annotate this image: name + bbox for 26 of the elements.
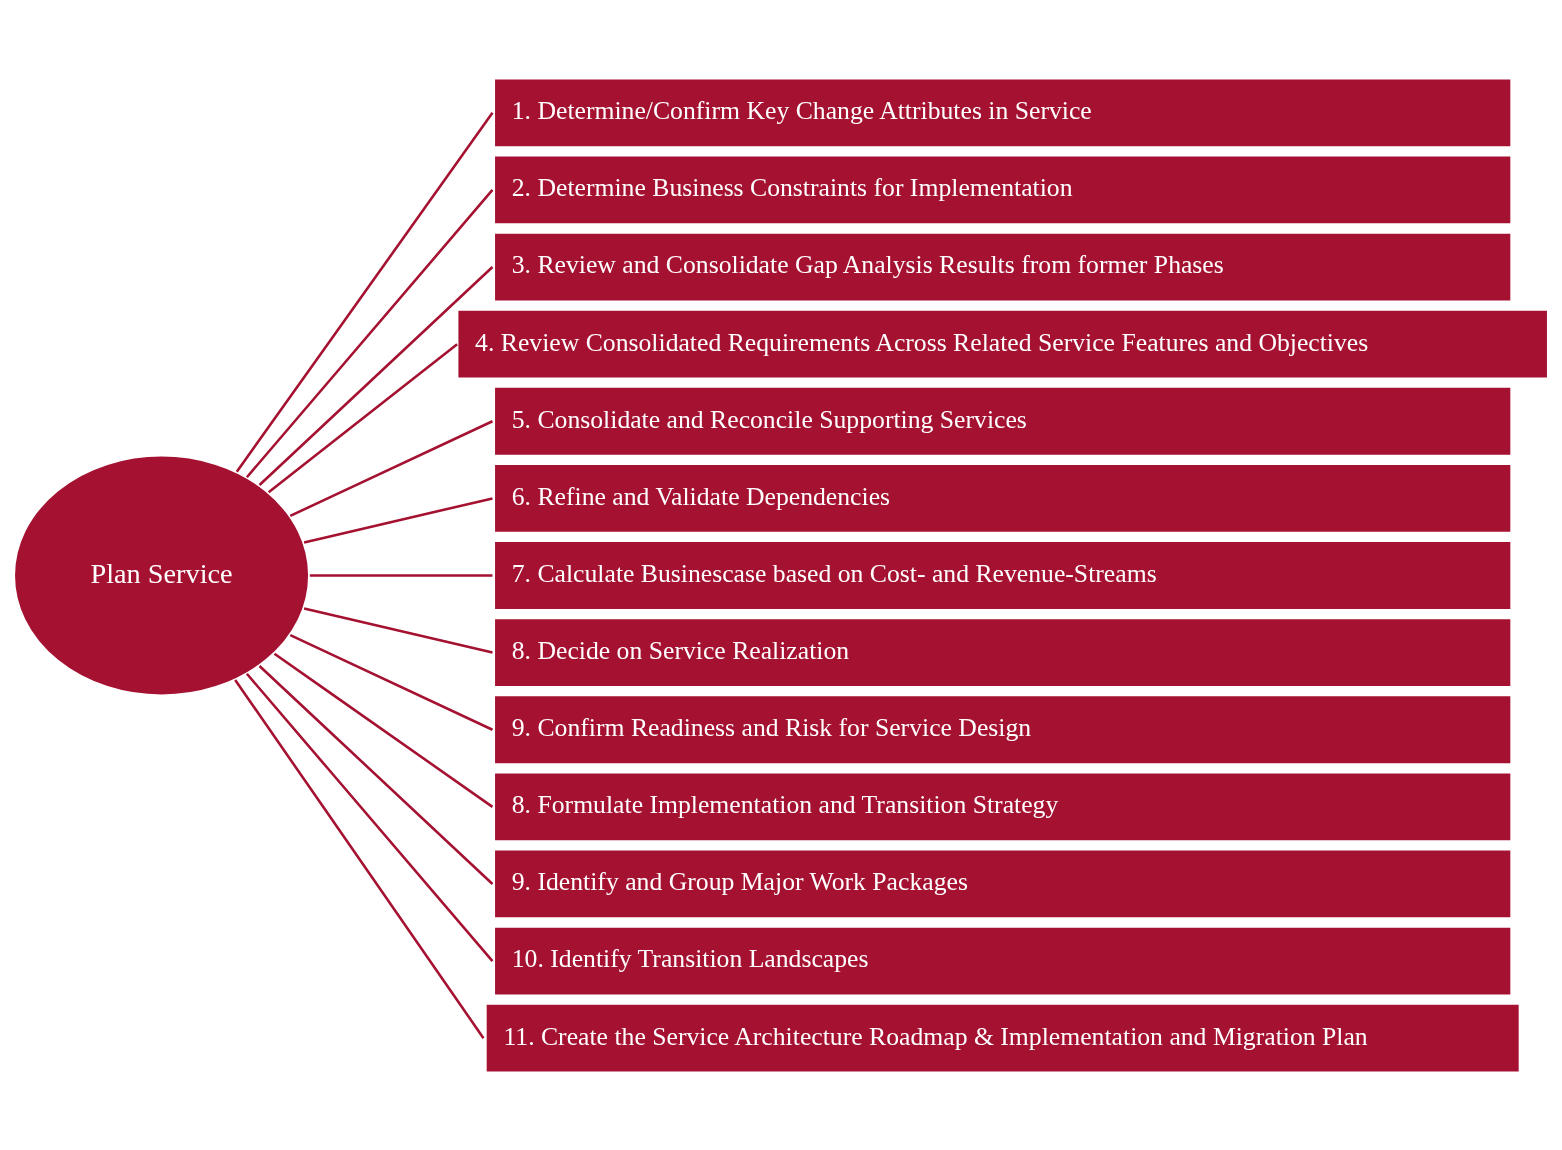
node-box: 9. Identify and Group Major Work Packages	[492, 847, 1513, 920]
node-box: 4. Review Consolidated Requirements Across Related Service Features and Objectives	[455, 307, 1550, 380]
connector	[234, 678, 485, 1039]
node-box: 11. Create the Service Architecture Roadmap & Implementation and Migration Plan	[484, 1001, 1522, 1074]
node-ellipse: Plan Service	[12, 453, 311, 697]
connector	[245, 672, 494, 962]
node-box: 10. Identify Transition Landscapes	[492, 924, 1513, 997]
connector	[273, 652, 494, 808]
connector	[235, 111, 494, 472]
connector	[267, 342, 458, 493]
connector	[258, 265, 494, 486]
connector	[245, 188, 494, 478]
node-box: 1. Determine/Confirm Key Change Attributes in Service	[492, 76, 1513, 149]
connector	[303, 606, 493, 654]
node-box: 8. Formulate Implementation and Transition Strategy	[492, 770, 1513, 843]
node-box: 7. Calculate Businescase based on Cost- and Revenue-Streams	[492, 539, 1513, 611]
node-box: 5. Consolidate and Reconcile Supporting Services	[492, 384, 1513, 457]
node-box: 8. Decide on Service Realization	[492, 616, 1513, 689]
connector	[303, 496, 493, 544]
connector	[309, 573, 493, 577]
connector	[289, 633, 494, 731]
node-box: 9. Confirm Readiness and Risk for Service Design	[492, 693, 1513, 766]
connector	[289, 419, 494, 517]
node-box: 3. Review and Consolidate Gap Analysis Results from former Phases	[492, 230, 1513, 303]
node-box: 2. Determine Business Constraints for Implementation	[492, 153, 1513, 226]
connector	[258, 664, 494, 885]
